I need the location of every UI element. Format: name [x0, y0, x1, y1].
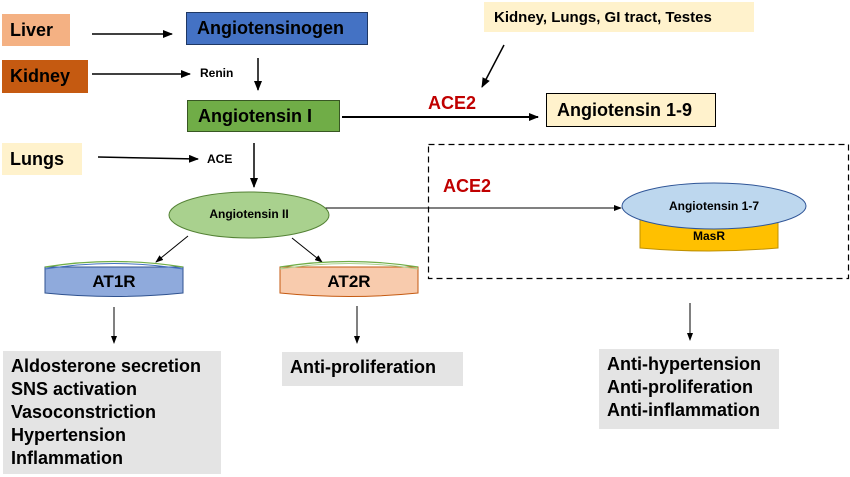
ace2-region-frame — [427, 143, 850, 280]
angiotensin-1-9-label: Angiotensin 1-9 — [557, 99, 693, 120]
effect-item: Anti-proliferation — [607, 377, 753, 397]
angiotensin-1-7-label: Angiotensin 1-7 — [668, 199, 759, 213]
angiotensin-1-box: Angiotensin I — [187, 100, 340, 132]
effect-item: Anti-hypertension — [607, 354, 762, 374]
effect-item: SNS activation — [11, 379, 138, 399]
ace2-label-box: ACE2 — [443, 176, 492, 196]
effect-item: Hypertension — [11, 425, 127, 445]
effect-item: Vasoconstriction — [11, 402, 157, 422]
angiotensin-2-label: Angiotensin II — [209, 207, 289, 221]
arrow-lungs-ace — [97, 154, 199, 163]
angiotensin-2-ellipse — [168, 191, 330, 239]
arrow-angiotensin2-at1r — [155, 235, 189, 263]
angiotensinogen-label: Angiotensinogen — [197, 18, 344, 38]
lungs-label: Lungs — [10, 148, 64, 169]
at2r-effects-box: Anti-proliferation — [282, 352, 463, 386]
lungs-box: Lungs — [2, 143, 82, 175]
liver-label: Liver — [10, 19, 54, 40]
ace2-tissues-box: Kidney, Lungs, GI tract, Testes — [484, 2, 754, 32]
effect-item: Anti-inflammation — [607, 400, 760, 420]
ace-label: ACE — [207, 152, 233, 166]
masr-effects-box: Anti-hypertension Anti-proliferation Ant… — [599, 349, 779, 429]
angiotensin-1-label: Angiotensin I — [198, 105, 312, 126]
arrow-angiotensin2-at2r — [291, 237, 323, 263]
ace2-tissues-label: Kidney, Lungs, GI tract, Testes — [494, 8, 712, 26]
at1r-label: AT1R — [92, 272, 136, 291]
ace2-label-top: ACE2 — [428, 93, 477, 113]
kidney-label: Kidney — [10, 66, 71, 86]
masr-label: MasR — [692, 229, 725, 243]
liver-box: Liver — [2, 14, 70, 46]
angiotensin-1-7-ellipse — [621, 182, 807, 230]
arrow-tissues-ace2 — [481, 44, 505, 88]
effect-item: Aldosterone secretion — [11, 356, 202, 376]
at1r-effects-box: Aldosterone secretion SNS activation Vas… — [3, 351, 221, 474]
at2r-cylinder — [279, 260, 419, 297]
angiotensinogen-box: Angiotensinogen — [186, 12, 368, 45]
angiotensin-1-9-box: Angiotensin 1-9 — [546, 93, 716, 127]
renin-label: Renin — [200, 66, 234, 80]
at1r-cylinder — [44, 260, 184, 297]
effect-item: Anti-proliferation — [290, 357, 436, 377]
kidney-box: Kidney — [2, 60, 88, 93]
at2r-label: AT2R — [327, 272, 371, 291]
effect-item: Inflammation — [11, 448, 124, 468]
